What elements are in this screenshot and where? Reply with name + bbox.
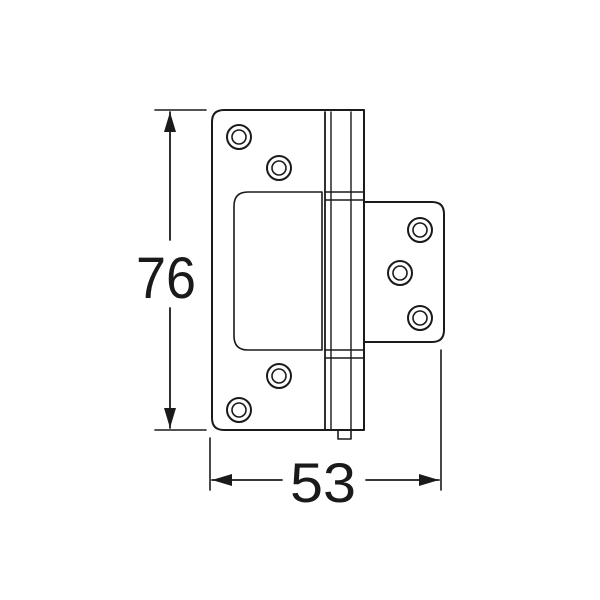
- screw-holes-right: [387, 217, 433, 331]
- right-leaf-plate: [363, 201, 445, 343]
- screw-hole: [387, 260, 413, 286]
- width-dimension: 53: [209, 349, 442, 514]
- arrowhead-right: [419, 474, 439, 486]
- screw-hole: [266, 363, 292, 389]
- height-dimension: 76: [136, 109, 207, 431]
- arrowhead-down: [164, 408, 176, 428]
- screw-hole: [266, 155, 292, 181]
- arrowhead-up: [164, 112, 176, 132]
- screw-holes-left: [226, 124, 292, 423]
- screw-hole: [226, 397, 252, 423]
- left-leaf-plate: [211, 109, 365, 431]
- screw-hole: [226, 124, 252, 150]
- hinge-knuckle: [324, 111, 365, 440]
- screw-hole: [407, 217, 433, 243]
- screw-hole: [407, 305, 433, 331]
- width-dimension-label: 53: [290, 451, 356, 514]
- arrowhead-left: [212, 474, 232, 486]
- height-dimension-label: 76: [136, 246, 196, 311]
